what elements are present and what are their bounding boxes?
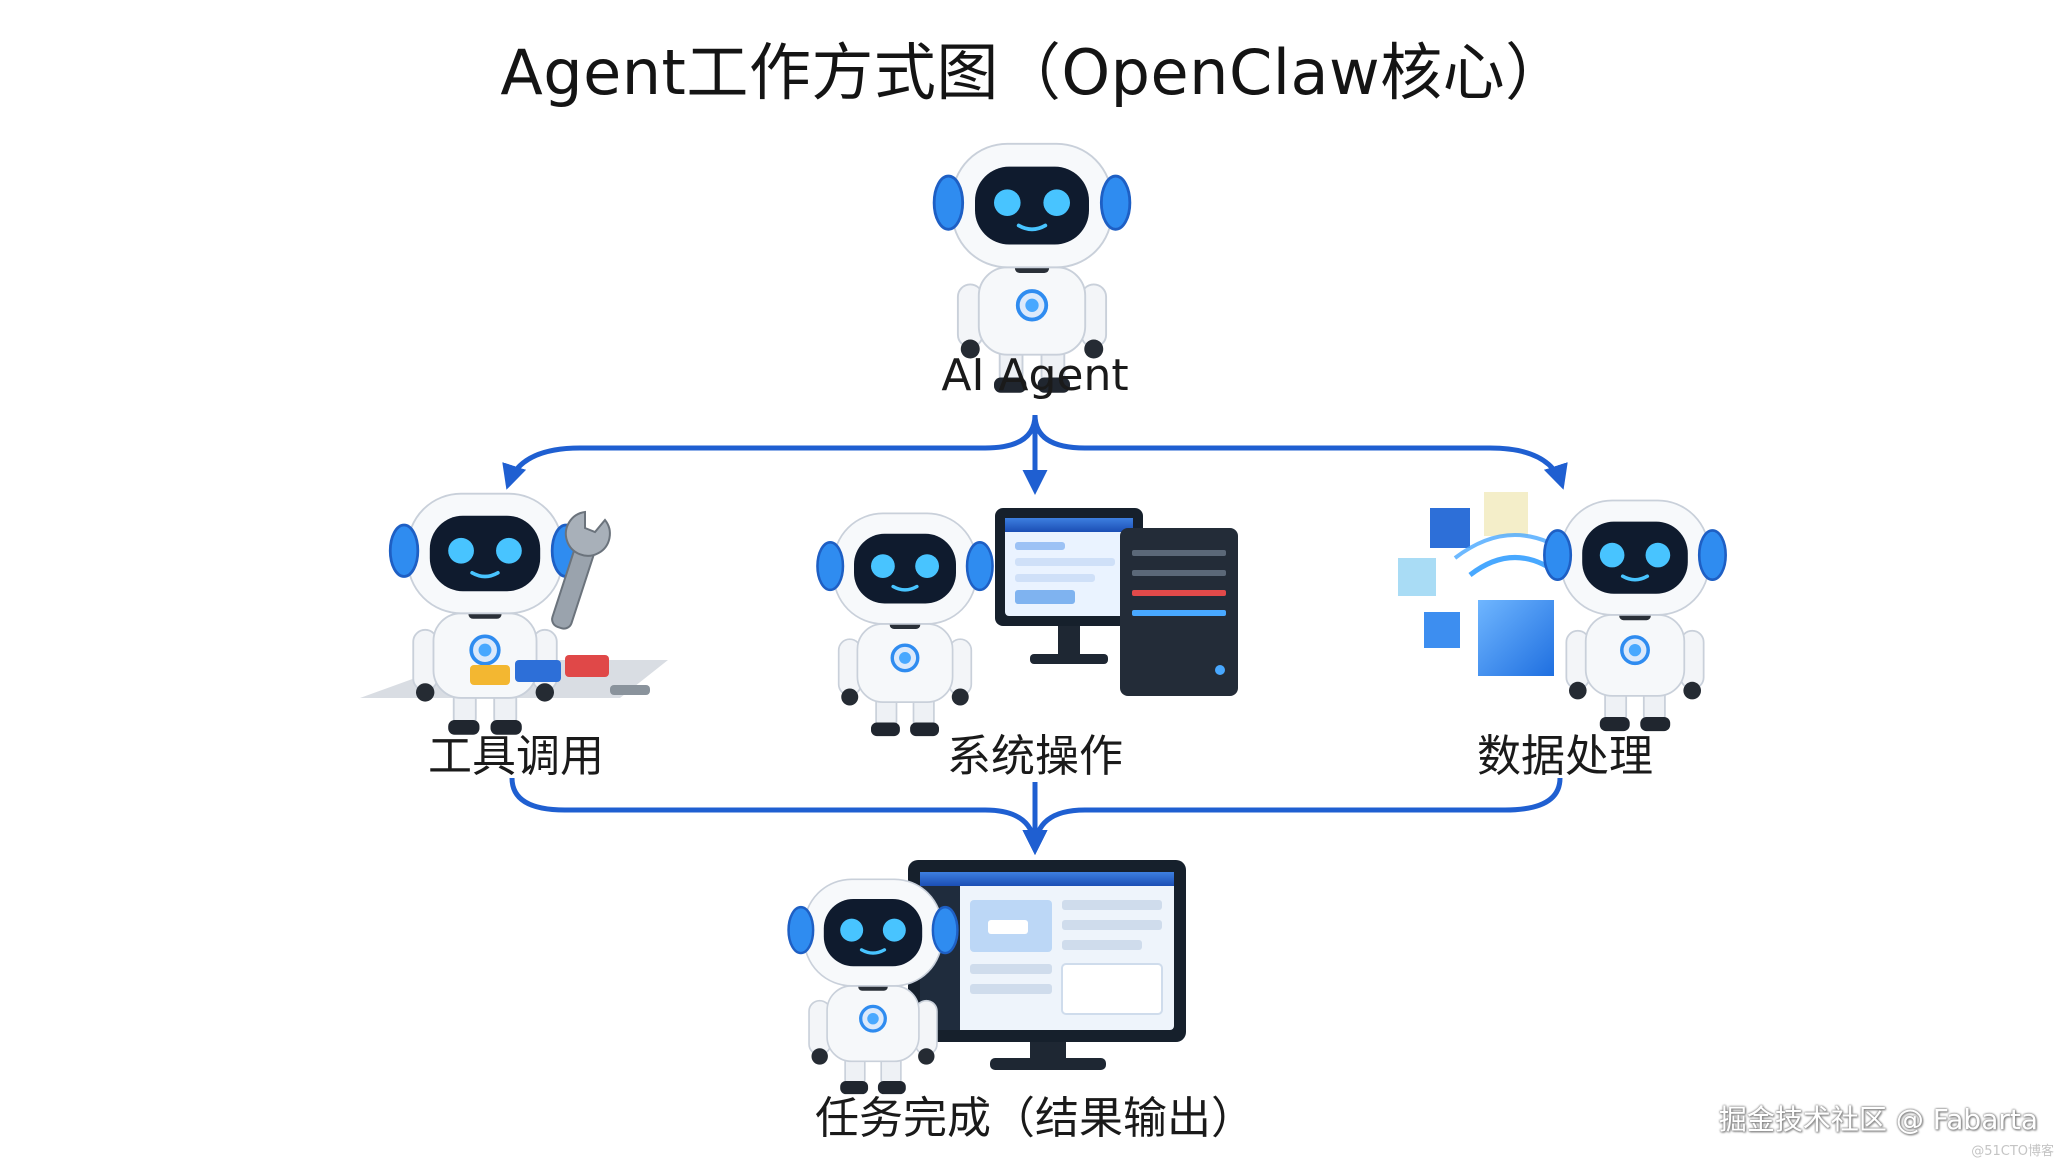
robot-icon bbox=[815, 511, 995, 738]
node-label-tool: 工具调用 bbox=[428, 731, 604, 782]
watermark-main: 掘金技术社区 @ Fabarta bbox=[1718, 1103, 2038, 1136]
watermark-small: @51CTO博客 bbox=[1971, 1144, 2054, 1159]
node-label-system: 系统操作 bbox=[947, 731, 1123, 782]
robot-icon bbox=[388, 491, 582, 737]
arrow-tool-to-result bbox=[509, 777, 1048, 855]
data-scene bbox=[1398, 492, 1728, 733]
arrow-agent-to-data bbox=[1032, 414, 1568, 490]
node-label-agent: AI Agent bbox=[941, 350, 1129, 401]
tool-scene bbox=[360, 491, 668, 737]
node-label-result: 任务完成（结果输出） bbox=[815, 1093, 1255, 1144]
result-scene bbox=[786, 860, 1186, 1096]
system-scene bbox=[815, 508, 1238, 738]
diagram-title: Agent工作方式图（OpenClaw核心） bbox=[500, 36, 1568, 109]
computer-icon bbox=[995, 508, 1238, 696]
monitor-icon bbox=[908, 860, 1186, 1070]
arrow-agent-to-tool bbox=[502, 414, 1038, 490]
wrench-icon bbox=[551, 510, 611, 630]
cubes-icon bbox=[1398, 492, 1577, 676]
node-label-data: 数据处理 bbox=[1477, 731, 1653, 782]
robot-icon bbox=[1542, 498, 1728, 733]
arrow-data-to-result bbox=[1022, 777, 1563, 855]
